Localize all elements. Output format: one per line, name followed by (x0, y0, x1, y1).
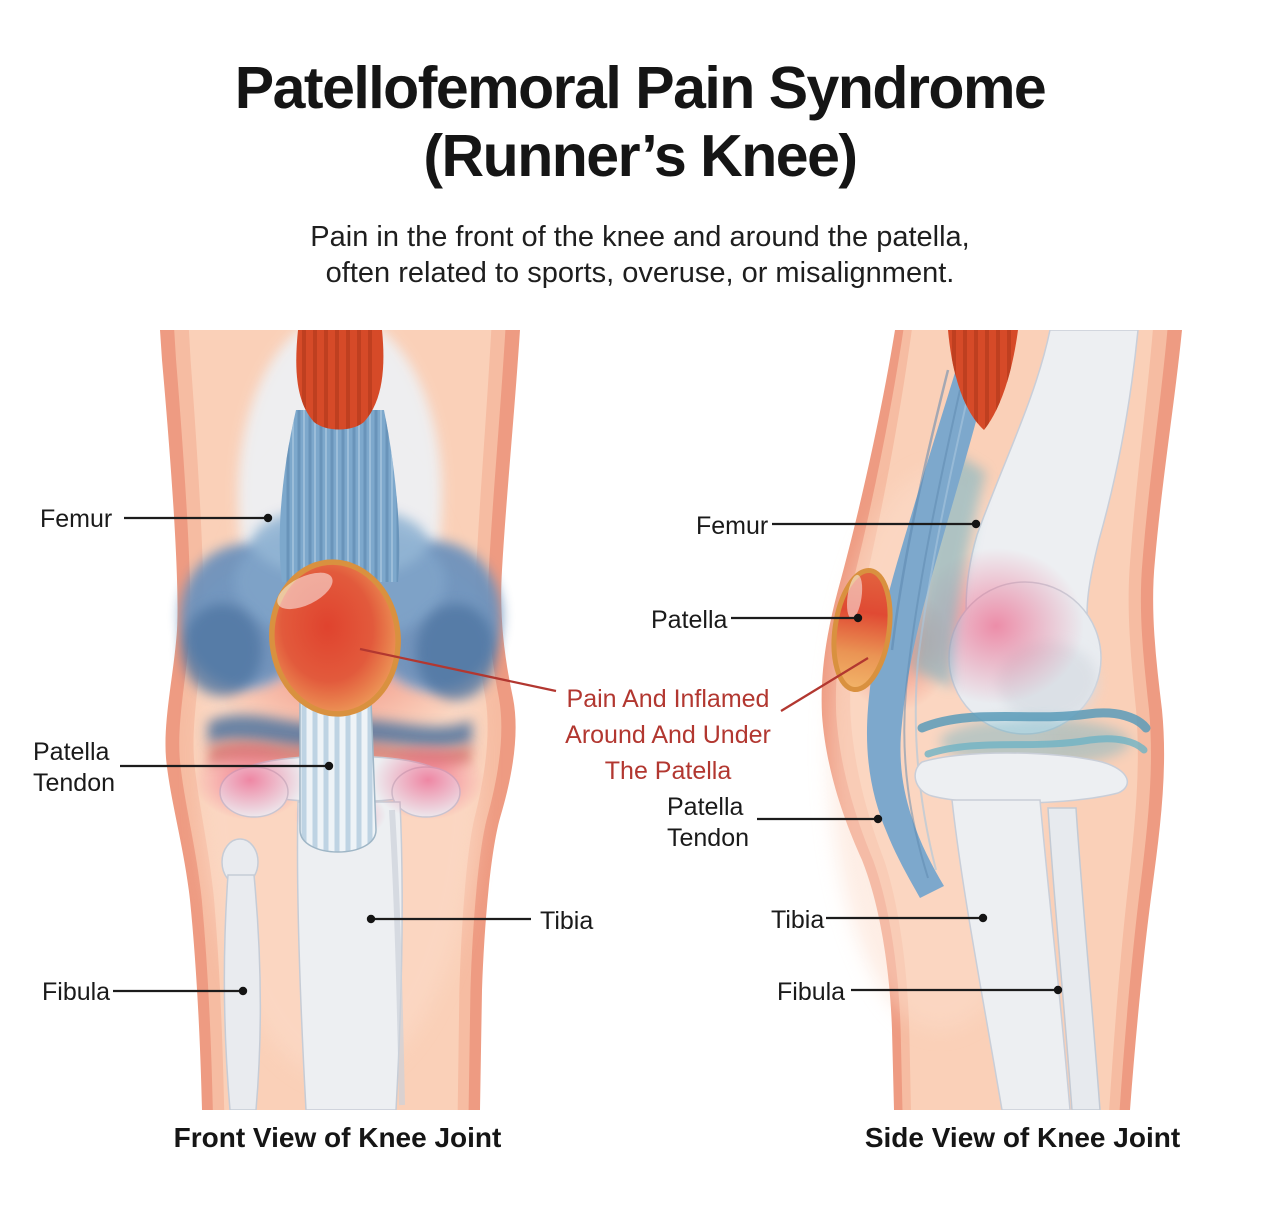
front-patella-tendon-label: Patella Tendon (33, 737, 115, 799)
pain-annotation: Pain And Inflamed Around And Under The P… (548, 681, 788, 789)
front-fibula-label: Fibula (42, 978, 111, 1006)
pain-annotation-line2: Around And Under (565, 721, 771, 749)
front-quadriceps-tendon (279, 410, 400, 582)
side-femur-label: Femur (696, 512, 769, 540)
side-fibula-bone (1047, 807, 1101, 1110)
front-view-caption: Front View of Knee Joint (173, 1122, 502, 1153)
front-view-illustration (160, 330, 520, 1110)
front-quadriceps-muscle (296, 330, 384, 430)
front-inflamed-blob-left (194, 740, 306, 820)
page-title-line1: Patellofemoral Pain Syndrome (234, 55, 1047, 121)
pain-annotation-line1: Pain And Inflamed (566, 685, 770, 713)
side-cartilage-layer (912, 450, 986, 688)
front-tibia-label: Tibia (540, 907, 594, 935)
page-title-line2: (Runner’s Knee) (423, 123, 858, 189)
side-patella-tendon-label-line1: Patella (667, 793, 744, 821)
side-tibia-bone (914, 752, 1129, 1110)
side-view-caption: Side View of Knee Joint (864, 1122, 1181, 1153)
side-patella-label: Patella (651, 606, 728, 634)
side-patella-tendon-label-line2: Tendon (667, 824, 750, 852)
front-patella-tendon-label-line1: Patella (33, 738, 110, 766)
front-patella-tendon-label-line2: Tendon (33, 769, 116, 797)
side-tibia-label: Tibia (771, 906, 825, 934)
description-line1: Pain in the front of the knee and around… (310, 221, 970, 253)
side-view-illustration (821, 330, 1182, 1110)
side-fibula-label: Fibula (777, 978, 846, 1006)
description-line2: often related to sports, overuse, or mis… (325, 257, 955, 289)
side-tendon-band (866, 330, 998, 898)
side-patella-tendon-label: Patella Tendon (667, 792, 749, 854)
front-inflamed-blob-right (372, 740, 484, 820)
front-fibula-bone (221, 838, 262, 1110)
pain-annotation-line3: The Patella (604, 757, 732, 785)
front-femur-label: Femur (40, 505, 113, 533)
